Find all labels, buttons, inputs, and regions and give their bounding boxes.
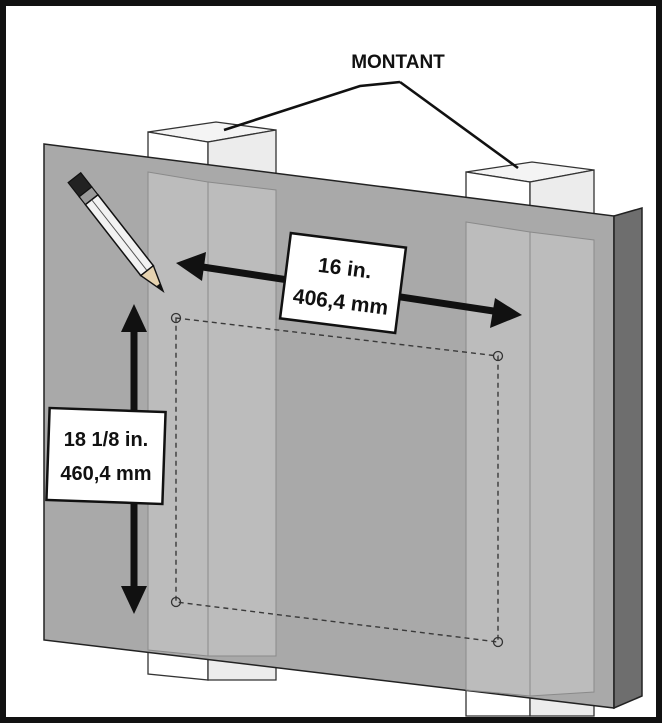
wall-edge bbox=[613, 207, 643, 710]
horizontal-dimension-label: 16 in. 406,4 mm bbox=[278, 231, 408, 335]
vertical-dimension-label: 18 1/8 in. 460,4 mm bbox=[45, 406, 167, 506]
vertical-dimension-metric: 460,4 mm bbox=[60, 463, 151, 485]
mounting-template-outline bbox=[175, 317, 499, 643]
stud-left-hidden bbox=[147, 171, 277, 657]
stud-callout-label: MONTANT bbox=[351, 52, 445, 73]
hole-mark-top-left bbox=[170, 312, 182, 324]
hole-mark-bottom-right bbox=[492, 636, 504, 648]
stud-right-hidden bbox=[465, 221, 595, 697]
callout-leaders bbox=[223, 80, 519, 170]
hole-mark-bottom-left bbox=[170, 596, 182, 608]
pencil-icon bbox=[67, 171, 165, 294]
hole-mark-top-right bbox=[492, 350, 504, 362]
mounting-hole-marks bbox=[170, 312, 504, 648]
vertical-dimension-imperial: 18 1/8 in. bbox=[64, 429, 149, 451]
